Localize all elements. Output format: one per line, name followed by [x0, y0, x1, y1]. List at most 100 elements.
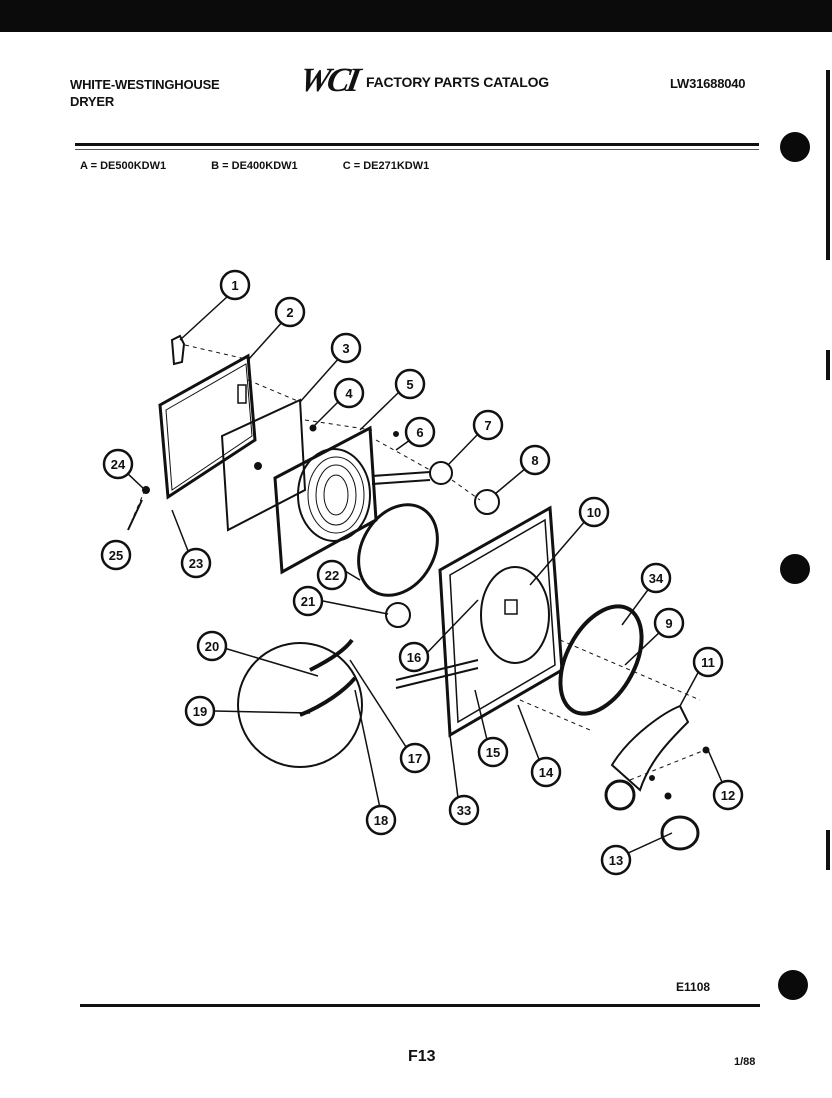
callout-number: 13	[609, 853, 623, 868]
header-rule-thin	[75, 149, 759, 150]
callout-circle	[330, 332, 362, 364]
callout-circle	[398, 641, 430, 673]
detail-magnifier	[237, 642, 363, 768]
page-edge-mark	[826, 350, 830, 380]
callout-21: 21	[292, 585, 324, 617]
callout-number: 18	[374, 813, 388, 828]
callout-6: 6	[404, 416, 436, 448]
callout-circle	[274, 296, 306, 328]
callout-circle	[219, 269, 251, 301]
callout-circle	[519, 444, 551, 476]
part-door-gasket	[357, 503, 439, 597]
top-black-border	[0, 0, 832, 32]
callout-circle	[196, 630, 228, 662]
callout-15: 15	[477, 736, 509, 768]
callout-circle	[578, 496, 610, 528]
callout-circle	[530, 756, 562, 788]
callout-circle	[365, 804, 397, 836]
page-edge-mark	[826, 830, 830, 870]
part-exhaust-duct	[610, 704, 690, 792]
callout-circle	[477, 736, 509, 768]
callout-13: 13	[600, 844, 632, 876]
callout-number: 19	[193, 704, 207, 719]
callout-circle	[394, 368, 426, 400]
callout-16: 16	[398, 641, 430, 673]
callout-24: 24	[102, 448, 134, 480]
callout-7: 7	[472, 409, 504, 441]
callout-number: 12	[721, 788, 735, 803]
callout-18: 18	[365, 804, 397, 836]
callout-33: 33	[448, 794, 480, 826]
callout-14: 14	[530, 756, 562, 788]
callout-number: 8	[531, 453, 538, 468]
callout-circle	[712, 779, 744, 811]
binder-hole-bottom	[778, 970, 808, 1000]
callout-circle	[333, 377, 365, 409]
catalog-number: LW31688040	[670, 76, 746, 91]
binder-hole-top	[780, 132, 810, 162]
callout-23: 23	[180, 547, 212, 579]
callout-20: 20	[196, 630, 228, 662]
callout-circle	[184, 695, 216, 727]
callout-circle	[292, 585, 324, 617]
callout-number: 14	[539, 765, 554, 780]
header-rule	[75, 143, 759, 146]
part-door-inner-panel	[220, 398, 307, 532]
callout-17: 17	[399, 742, 431, 774]
callout-number: 10	[587, 505, 601, 520]
part-duct-ring	[660, 815, 700, 851]
callout-number: 22	[325, 568, 339, 583]
model-a: A = DE500KDW1	[80, 160, 167, 172]
brand-name: WHITE-WESTINGHOUSE	[70, 77, 220, 92]
callout-5: 5	[394, 368, 426, 400]
catalog-title: FACTORY PARTS CATALOG	[366, 74, 549, 90]
part-hinge-8	[474, 489, 500, 515]
callout-circle	[399, 742, 431, 774]
callout-circle	[448, 794, 480, 826]
callout-8: 8	[519, 444, 551, 476]
callout-circle	[472, 409, 504, 441]
catalog-date: 1/88	[734, 1056, 756, 1068]
part-clip	[170, 334, 186, 366]
callout-number: 20	[205, 639, 219, 654]
callout-10: 10	[578, 496, 610, 528]
callout-number: 11	[701, 655, 715, 670]
footer-rule	[80, 1004, 760, 1007]
callout-number: 16	[407, 650, 421, 665]
callout-number: 6	[416, 425, 423, 440]
callout-number: 4	[345, 386, 353, 401]
callout-25: 25	[100, 539, 132, 571]
callout-circle	[600, 844, 632, 876]
callout-12: 12	[712, 779, 744, 811]
callout-19: 19	[184, 695, 216, 727]
page-label: F13	[408, 1048, 436, 1065]
callout-number: 15	[486, 745, 500, 760]
callout-1: 1	[219, 269, 251, 301]
callout-circle	[692, 646, 724, 678]
part-door-outer-panel	[158, 353, 257, 500]
callout-number: 3	[342, 341, 349, 356]
callout-number: 33	[457, 803, 471, 818]
appliance-type: DRYER	[70, 94, 115, 109]
callout-number: 24	[111, 457, 126, 472]
callout-number: 25	[109, 548, 123, 563]
callout-circle	[100, 539, 132, 571]
model-list: A = DE500KDW1 B = DE400KDW1 C = DE271KDW…	[80, 160, 471, 172]
callout-3: 3	[330, 332, 362, 364]
callout-number: 1	[231, 278, 238, 293]
callout-number: 34	[649, 571, 664, 586]
callout-circle	[102, 448, 134, 480]
part-bulkhead-seal	[558, 604, 644, 716]
callout-number: 5	[406, 377, 413, 392]
callout-circle	[180, 547, 212, 579]
callout-number: 23	[189, 556, 203, 571]
callout-4: 4	[333, 377, 365, 409]
callout-circle	[653, 607, 685, 639]
binder-hole-middle	[780, 554, 810, 584]
callout-2: 2	[274, 296, 306, 328]
callout-11: 11	[692, 646, 724, 678]
callout-9: 9	[653, 607, 685, 639]
callout-22: 22	[316, 559, 348, 591]
callout-34: 34	[640, 562, 672, 594]
